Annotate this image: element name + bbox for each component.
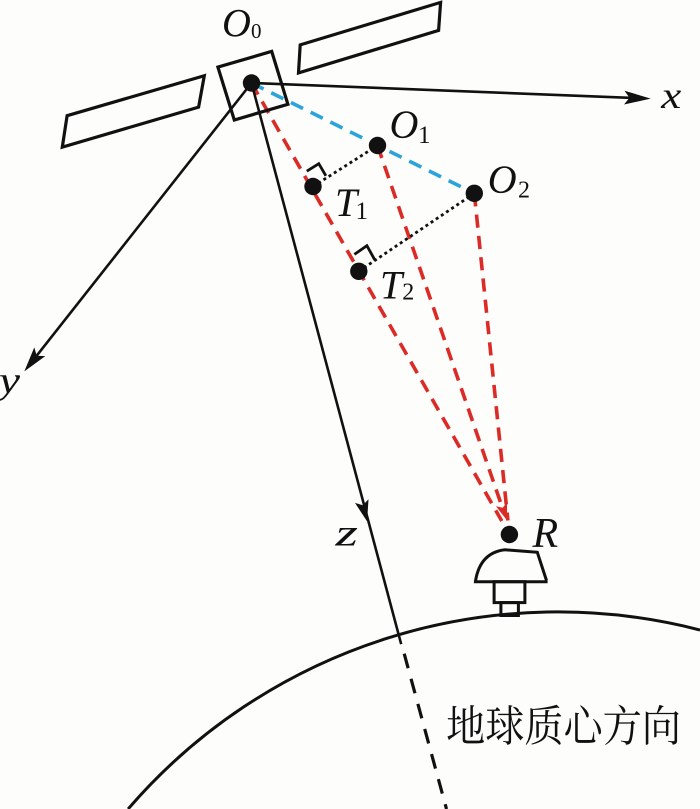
svg-text:R: R <box>532 511 559 557</box>
svg-text:T: T <box>335 180 360 225</box>
svg-text:2: 2 <box>518 178 530 204</box>
svg-text:y: y <box>0 360 20 402</box>
svg-text:2: 2 <box>402 280 414 306</box>
svg-text:T: T <box>380 262 405 307</box>
svg-text:O: O <box>488 157 517 202</box>
svg-text:z: z <box>334 513 358 555</box>
svg-text:O: O <box>390 102 419 147</box>
svg-text:O: O <box>222 1 251 46</box>
svg-text:1: 1 <box>418 122 431 149</box>
svg-text:x: x <box>660 75 681 117</box>
svg-text:1: 1 <box>356 198 369 225</box>
svg-text:0: 0 <box>251 19 262 43</box>
